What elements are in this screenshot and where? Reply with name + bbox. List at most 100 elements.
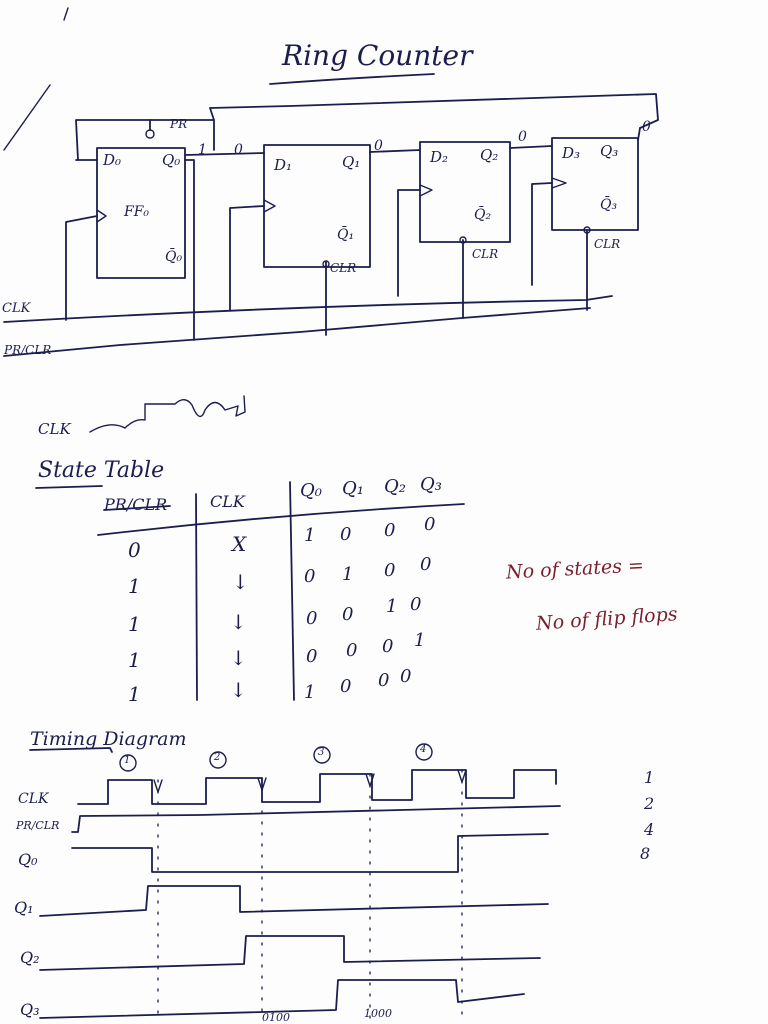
table-cell: 0 [306,608,318,629]
ff2-clr-label: CLR [472,247,499,261]
ff1-q-label: Q₁ [342,153,361,171]
ff3-clr-label: CLR [594,237,621,251]
data-wires [184,127,641,156]
bottom-value-1: 0100 [262,1011,290,1024]
side-number: 8 [640,844,651,863]
timing-underline [29,747,113,753]
ff2-q-label: Q₂ [480,146,499,164]
header-q2: Q₂ [384,476,406,497]
header-prclr: PR/CLR [104,495,168,514]
table-cell: 0 [128,538,141,562]
side-number: 4 [644,820,655,839]
ff0-name: FF₀ [124,204,150,220]
side-number: 2 [644,794,655,813]
q3-waveform [39,979,525,1019]
table-cell: ↓ [232,570,249,594]
flipflop-3 [551,137,639,231]
table-cell: 0 [340,676,352,697]
signal-label-q2: Q₂ [20,948,40,967]
table-cell: 1 [386,596,398,617]
table-cell: 1 [128,574,141,598]
clk-line [3,295,613,323]
clk-waveform [77,769,557,805]
ff2-qbar-label: Q̄₂ [474,207,492,223]
table-cell: X [232,532,247,556]
margin-stroke [3,7,69,151]
table-cell: 0 [342,604,354,625]
table-cell: 0 [306,646,318,667]
pr-clr-wires [149,119,588,341]
table-cell: 0 [382,636,394,657]
ff3-qbar-label: Q̄₃ [600,197,618,213]
clk-symbol-wave [89,395,246,433]
pulse-label-2: 2 [214,752,221,763]
signal-label-prclr: PR/CLR [16,819,60,832]
clock-edge-guides [157,769,463,1021]
clk-symbol-label: CLK [38,420,71,438]
bottom-value-2: 1000 [364,1007,392,1020]
timing-heading: Timing Diagram [30,728,187,750]
pr-clr-line-label: PR/CLR [4,343,52,357]
table-cell: 1 [128,648,141,672]
pr-clr-waveform [71,805,561,833]
ff0-q-label: Q₀ [162,151,181,169]
table-cell: ↓ [230,678,247,702]
flipflop-0 [96,147,186,279]
signal-label-q0: Q₀ [18,850,38,869]
clock-arrows [96,177,567,223]
table-cell: 0 [424,514,436,535]
table-cell: 0 [346,640,358,661]
table-cell: 0 [378,670,390,691]
feedback-wire [75,93,659,161]
table-cell: 1 [128,682,141,706]
table-column-rules [195,481,295,701]
title-underline [269,73,435,85]
clock-wires [65,182,553,321]
ff3-q-label: Q₃ [600,142,619,160]
table-cell: 0 [384,520,396,541]
q2-waveform [39,935,541,971]
side-number: 1 [644,768,655,787]
q1-waveform [39,885,549,917]
table-cell: 1 [342,564,354,585]
table-cell: 1 [304,682,316,703]
header-q1: Q₁ [342,478,364,499]
header-clk: CLK [210,492,245,511]
header-q0: Q₀ [300,480,322,501]
falling-edge-arrows [153,769,467,793]
signal-label-q3: Q₃ [20,1000,40,1019]
table-header-rule [97,503,465,536]
q0-waveform [71,833,549,873]
pulse-label-4: 4 [420,744,427,755]
pulse-label-3: 3 [318,747,325,758]
table-cell: 0 [384,560,396,581]
ff0-d-label: D₀ [103,151,122,169]
ff1-qbar-label: Q̄₁ [337,227,355,243]
ff1-output-value: 0 [374,138,383,154]
wire-value-0: 0 [234,142,243,158]
clk-line-label: CLK [2,301,31,316]
table-cell: 0 [420,554,432,575]
table-underline [35,485,171,511]
ff2-output-value: 0 [518,129,527,145]
ff1-clr-label: CLR [330,261,357,275]
header-q3: Q₃ [420,474,442,495]
signal-label-q1: Q₁ [14,898,34,917]
table-cell: ↓ [230,610,247,634]
ff0-pr-label: PR [170,117,188,131]
table-cell: ↓ [230,646,247,670]
state-table-heading: State Table [38,458,165,483]
table-cell: 1 [128,612,141,636]
pr-clr-line [3,307,591,357]
table-cell: 1 [304,525,316,546]
table-cell: 0 [410,594,422,615]
signal-label-clk: CLK [18,791,49,807]
table-cell: 0 [340,524,352,545]
ff2-d-label: D₂ [430,148,449,166]
ff3-d-label: D₃ [562,144,581,162]
page-title: Ring Counter [282,39,473,72]
table-cell: 0 [400,666,412,687]
pulse-label-1: 1 [124,755,131,766]
